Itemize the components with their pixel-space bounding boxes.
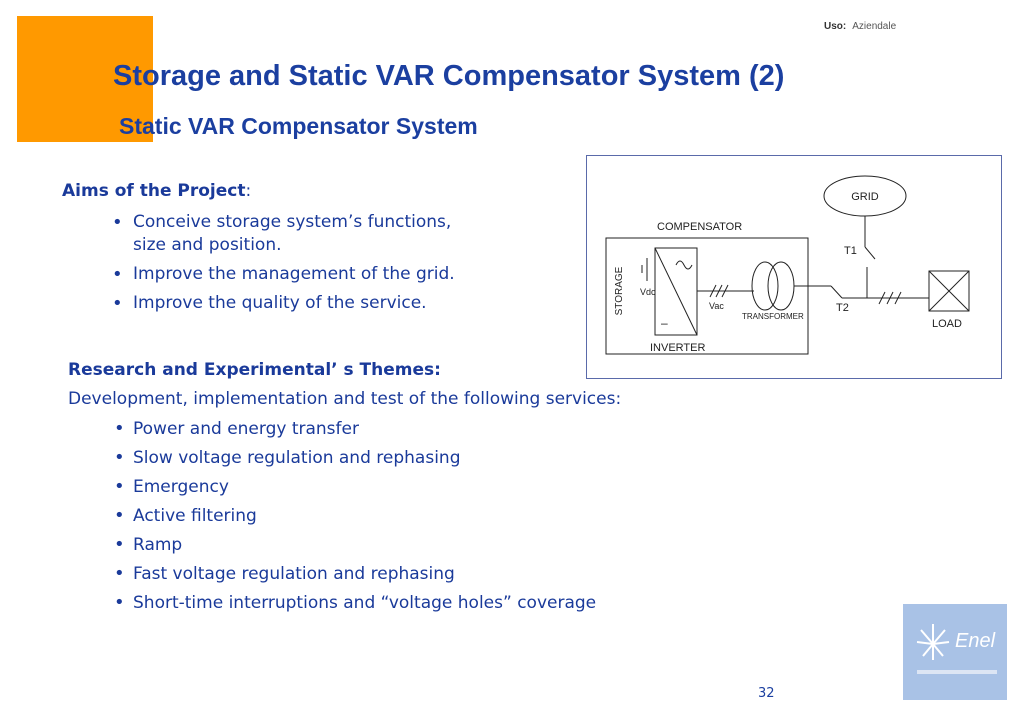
ac-wave-icon (675, 260, 693, 270)
load-box (928, 270, 970, 312)
bullet-dot: • (114, 592, 125, 613)
slide-subtitle: Static VAR Compensator System (119, 113, 478, 139)
switch-t1 (864, 246, 876, 260)
orange-accent-block (17, 16, 153, 142)
storage-label: STORAGE (614, 266, 625, 315)
compensator-label: COMPENSATOR (657, 221, 742, 233)
service-item: • Active filtering (114, 505, 257, 526)
service-text: Active filtering (133, 506, 257, 526)
bullet-dot: • (114, 534, 125, 555)
phase-mark-2 (715, 284, 723, 298)
diagram-frame (586, 155, 1002, 379)
aims-heading-text: Aims of the Project (62, 181, 246, 201)
service-text: Fast voltage regulation and rephasing (133, 564, 455, 584)
aims-item-text: size and position. (133, 235, 282, 255)
vdc-label: Vdc (640, 287, 656, 297)
bullet-dot: • (114, 447, 125, 468)
service-item: • Ramp (114, 534, 183, 555)
page-number: 32 (758, 686, 775, 701)
aims-item-text: Conceive storage system’s functions, (133, 212, 452, 232)
t2-label: T2 (836, 302, 849, 314)
service-text: Short-time interruptions and “voltage ho… (133, 593, 597, 613)
t1-label: T1 (844, 245, 857, 257)
bullet-dot: • (112, 264, 123, 285)
phase-mark-1 (709, 284, 717, 298)
phase-mark-5 (886, 291, 894, 305)
aims-heading-colon: : (245, 181, 252, 201)
compensator-diagram: GRID COMPENSATOR STORAGE Vdc – INVERTER … (586, 155, 1002, 379)
service-item: • Power and energy transfer (114, 418, 359, 439)
enel-brand-text: Enel (955, 630, 996, 652)
logo-strap-line (917, 670, 997, 674)
service-item: • Fast voltage regulation and rephasing (114, 563, 455, 584)
bullet-dot: • (112, 212, 123, 233)
bullet-dot: • (114, 418, 125, 439)
inverter-label: INVERTER (650, 342, 705, 354)
service-item: • Slow voltage regulation and rephasing (114, 447, 461, 468)
phase-mark-6 (894, 291, 902, 305)
vac-label: Vac (709, 301, 724, 311)
aims-item: • Improve the management of the grid. (112, 263, 455, 286)
enel-logo: Enel (903, 604, 1007, 700)
enel-logo-graphic (916, 624, 997, 674)
inverter-diagonal (654, 247, 698, 336)
phase-mark-4 (878, 291, 886, 305)
aims-heading: Aims of the Project: (62, 181, 251, 201)
service-item: • Short-time interruptions and “voltage h… (114, 592, 597, 613)
bullet-dot: • (114, 563, 125, 584)
bullet-dot: • (114, 505, 125, 526)
service-text: Emergency (133, 477, 229, 497)
slide-title: Storage and Static VAR Compensator Syste… (113, 60, 785, 92)
sun-rays-icon (916, 624, 950, 660)
aims-item-text: Improve the management of the grid. (133, 264, 455, 284)
research-heading: Research and Experimental’ s Themes: (68, 360, 441, 380)
transformer-coil-left (751, 261, 779, 311)
uso-value: Aziendale (852, 21, 897, 32)
aims-item: • Improve the quality of the service. (112, 292, 427, 315)
dc-minus-label: – (661, 316, 668, 330)
research-intro: Development, implementation and test of … (68, 389, 622, 409)
service-item: • Emergency (114, 476, 229, 497)
service-text: Ramp (133, 535, 183, 555)
usage-classification: Uso: Aziendale (824, 21, 896, 32)
transformer-label: TRANSFORMER (742, 312, 804, 321)
load-cross-b (928, 270, 970, 312)
compensator-box (605, 237, 809, 355)
aims-item: • Conceive storage system’s functions, (112, 211, 452, 234)
aims-item-text: Improve the quality of the service. (133, 293, 427, 313)
bullet-dot: • (114, 476, 125, 497)
grid-label: GRID (851, 191, 879, 203)
phase-mark-3 (721, 284, 729, 298)
bullet-dot: • (112, 293, 123, 314)
service-text: Power and energy transfer (133, 419, 359, 439)
uso-label: Uso: (824, 21, 847, 32)
switch-t2 (830, 285, 843, 299)
load-label: LOAD (932, 318, 962, 330)
service-text: Slow voltage regulation and rephasing (133, 448, 461, 468)
aims-item-continuation: size and position. (133, 234, 282, 257)
